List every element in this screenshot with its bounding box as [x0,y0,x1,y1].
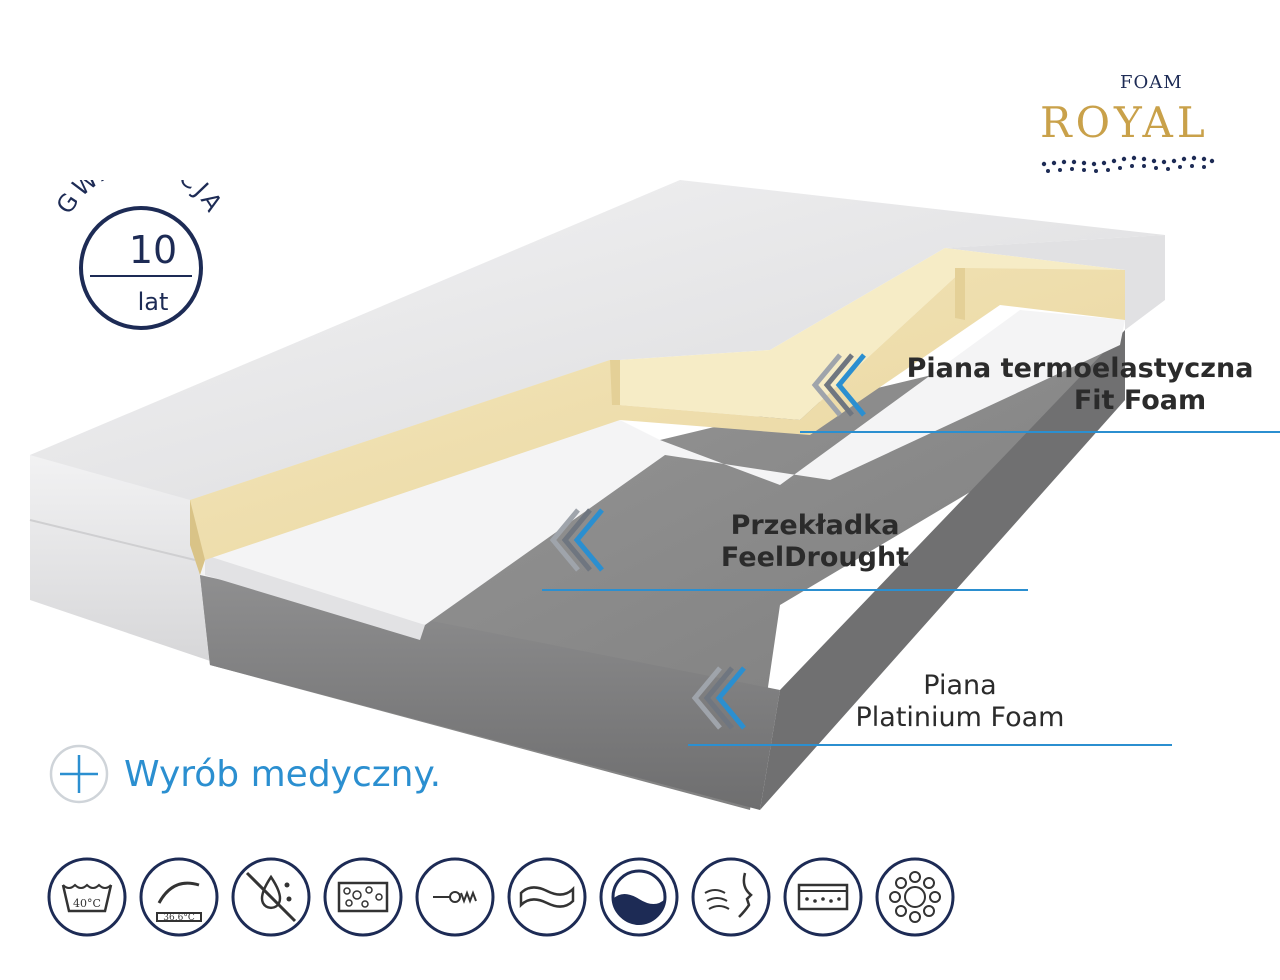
medical-device-text: Wyrób medyczny. [124,753,442,795]
fit-foam-top [190,248,1125,500]
bacteria-icon [875,857,955,937]
dots-wave-icon [1041,155,1215,173]
feature-icons-row: 40°C 36,6°C [45,855,985,939]
brand-main-text: ROYAL [1040,98,1209,147]
feeldrought-layer [200,310,1125,625]
breath-face-icon [691,857,771,937]
layer-material: Platinium Foam [855,702,1065,733]
thermo-hand-icon: 36,6°C [139,857,219,937]
layer-label-feeldrought: Przekładka FeelDrought [690,510,940,574]
foam-cells-icon [323,857,403,937]
no-moisture-icon [231,857,311,937]
layer-label-fit-foam: Piana termoelastyczna Fit Foam [880,353,1280,417]
mattress-layers-icon [783,857,863,937]
body-temperature: 36,6°C [163,913,195,923]
cover-front [30,455,222,665]
brand-logo: FOAM ROYAL [1030,70,1220,180]
spring-icon [415,857,495,937]
platinium-foam-right [760,330,1125,810]
cover-right [945,235,1165,330]
layer-label-platinium-foam: Piana Platinium Foam [800,670,1120,734]
layer-name: Przekładka [730,510,900,541]
medical-cross-icon [49,744,109,804]
layer-name: Piana [923,670,997,701]
layer-material: Fit Foam [1073,385,1207,416]
warranty-unit: lat [137,288,169,316]
wash-temperature: 40°C [73,897,101,910]
wave-circle-icon [599,857,679,937]
fit-foam-block [190,268,1125,560]
chevron-icon [691,666,746,730]
warranty-years: 10 [128,228,178,272]
cover-top [30,180,1165,500]
wave-foam-icon [507,857,587,937]
wash-40c-icon: 40°C [47,857,127,937]
layer-material: FeelDrought [720,542,910,573]
chevron-icon [811,353,866,417]
platinium-foam-front [200,575,780,810]
chevron-icon [549,508,604,572]
layer-name: Piana termoelastyczna [906,353,1254,384]
warranty-badge: GWARANCJA 10 lat [40,180,240,340]
medical-device-note: Wyrób medyczny. [48,742,441,806]
brand-top-text: FOAM [1120,72,1183,93]
